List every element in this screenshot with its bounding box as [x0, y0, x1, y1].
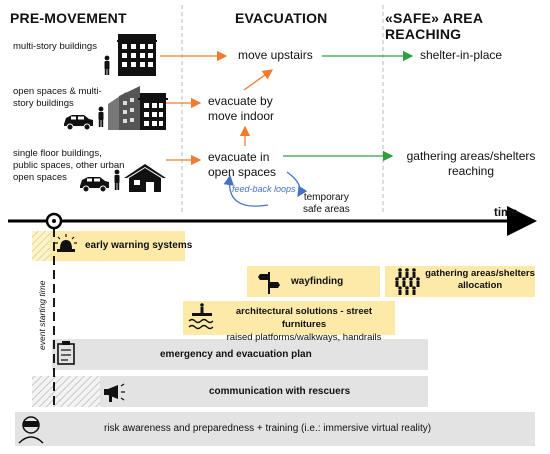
plan-icon: [57, 341, 75, 365]
time-label: time: [494, 207, 518, 219]
event-starting-time-label: event starting time: [37, 280, 47, 350]
temporary-line2: safe areas: [303, 204, 350, 215]
measure-wayfinding: wayfinding: [291, 276, 344, 287]
building-icon: [117, 34, 157, 76]
crowd-icon: [395, 268, 420, 295]
bar-communication: [100, 376, 428, 407]
architectural-line1: architectural solutions - street furnitu…: [235, 306, 373, 330]
feedback-arrow-down: [286, 171, 308, 198]
measure-early-warning: early warning systems: [85, 240, 193, 251]
measure-architectural: architectural solutions - street furnitu…: [213, 305, 395, 344]
arrow-indoor-to-upstairs: [243, 69, 274, 91]
bar-risk-awareness: [15, 412, 535, 446]
person-icon: [104, 55, 110, 75]
node-evacuate-open-line1: evacuate in: [208, 150, 270, 164]
node-temporary-safe-areas: temporary safe areas: [303, 192, 350, 216]
scenario-open-multi-line2: story buildings: [13, 98, 74, 109]
node-shelter-in-place: shelter-in-place: [420, 48, 503, 62]
buildings-icon: [108, 86, 168, 130]
bar-architectural: [183, 301, 395, 335]
person-icon: [114, 169, 120, 190]
scenario-single-floor-line3: open spaces: [13, 172, 67, 183]
phase-header-pre-movement: PRE-MOVEMENT: [10, 10, 127, 26]
node-gathering-reaching: gathering areas/shelters reaching: [396, 149, 546, 179]
architectural-line2: raised platforms/walkways, handrails: [226, 332, 382, 343]
platform-icon: [188, 303, 214, 330]
node-evacuate-indoor-line2: move indoor: [208, 109, 275, 123]
vr-headset-icon: [18, 416, 44, 444]
house-icon: [124, 164, 166, 192]
temporary-line1: temporary: [303, 192, 349, 203]
scenario-open-multi-line1: open spaces & multi-: [13, 86, 102, 97]
bar-early-warning: [50, 231, 185, 261]
bar-communication-hatch: [32, 376, 100, 407]
bar-emergency-plan: [52, 339, 428, 370]
phase-header-safe-area: «SAFE» AREA REACHING: [385, 10, 483, 42]
signpost-icon: [258, 272, 280, 294]
scenario-single-floor-line2: public spaces, other urban: [13, 160, 125, 171]
gathering-line2: reaching: [447, 164, 495, 178]
measure-gathering-alloc: gathering areas/shelters allocation: [425, 268, 535, 292]
measure-risk-awareness: risk awareness and preparedness + traini…: [104, 423, 432, 434]
scenario-single-floor-line1: single floor buildings,: [13, 148, 102, 159]
gathering-alloc-line2: allocation: [457, 280, 503, 291]
node-evacuate-open-line2: open spaces: [208, 165, 277, 179]
node-evacuate-indoor-line1: evacuate by: [208, 94, 273, 108]
gathering-line1: gathering areas/shelters: [406, 149, 536, 163]
phase-header-evacuation: EVACUATION: [235, 10, 328, 26]
bar-early-warning-hatch: [32, 231, 50, 261]
feedback-arrow-up: [223, 174, 269, 207]
car-icon: [80, 177, 109, 193]
megaphone-icon: [104, 383, 125, 402]
gathering-alloc-line1: gathering areas/shelters: [425, 268, 535, 279]
node-move-upstairs: move upstairs: [238, 48, 313, 62]
car-icon: [64, 115, 93, 131]
person-icon: [98, 106, 104, 127]
measure-emergency-plan: emergency and evacuation plan: [160, 349, 312, 360]
scenario-multi-story: multi-story buildings: [13, 41, 97, 52]
measure-communication: communication with rescuers: [209, 386, 351, 397]
feedback-loops-label: feed-back loops: [232, 184, 296, 194]
siren-icon: [55, 234, 77, 252]
